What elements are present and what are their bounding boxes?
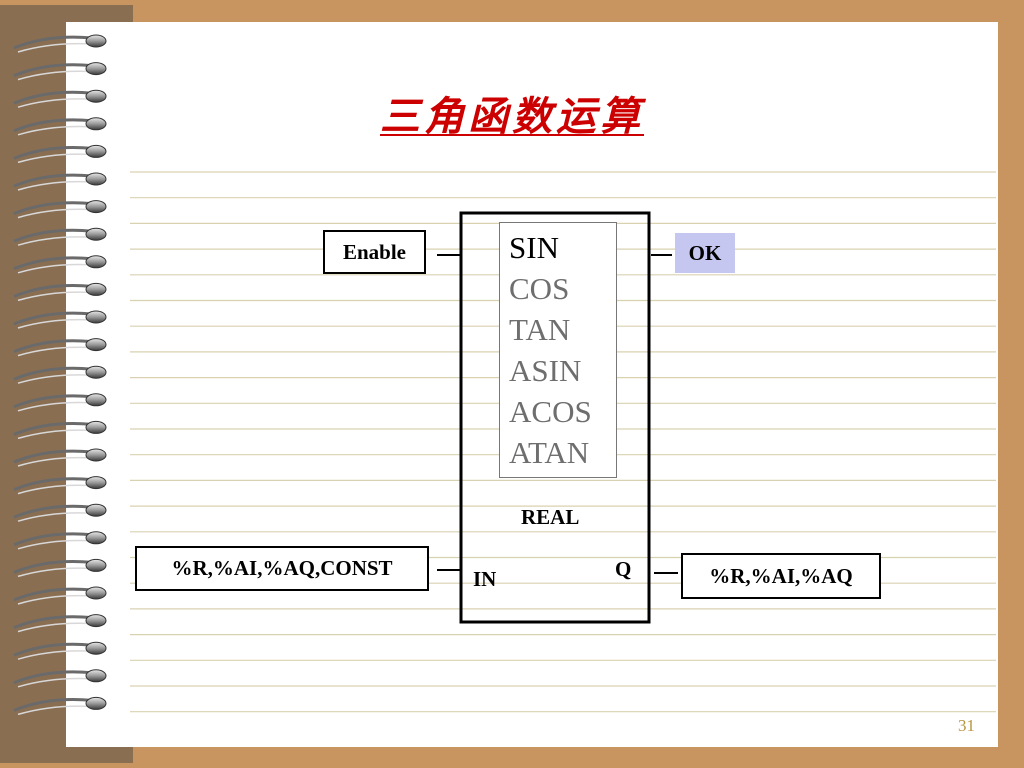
slide-title: 三角函数运算 [380, 93, 644, 140]
slide-number: 31 [958, 716, 975, 735]
function-list: SIN COS TAN ASIN ACOS ATAN [499, 222, 617, 478]
input-operands-label: %R,%AI,%AQ,CONST [135, 546, 429, 591]
function-tan: TAN [509, 312, 571, 347]
function-acos: ACOS [509, 394, 592, 429]
ok-output-label: OK [675, 233, 735, 273]
function-atan: ATAN [509, 435, 590, 470]
function-sin: SIN [509, 230, 559, 265]
input-port-label: IN [473, 567, 497, 591]
function-asin: ASIN [509, 353, 582, 388]
enable-input-label: Enable [323, 230, 426, 274]
data-type-label: REAL [521, 505, 580, 529]
output-port-label: Q [615, 557, 632, 581]
output-operands-label: %R,%AI,%AQ [681, 553, 881, 599]
function-cos: COS [509, 271, 570, 306]
